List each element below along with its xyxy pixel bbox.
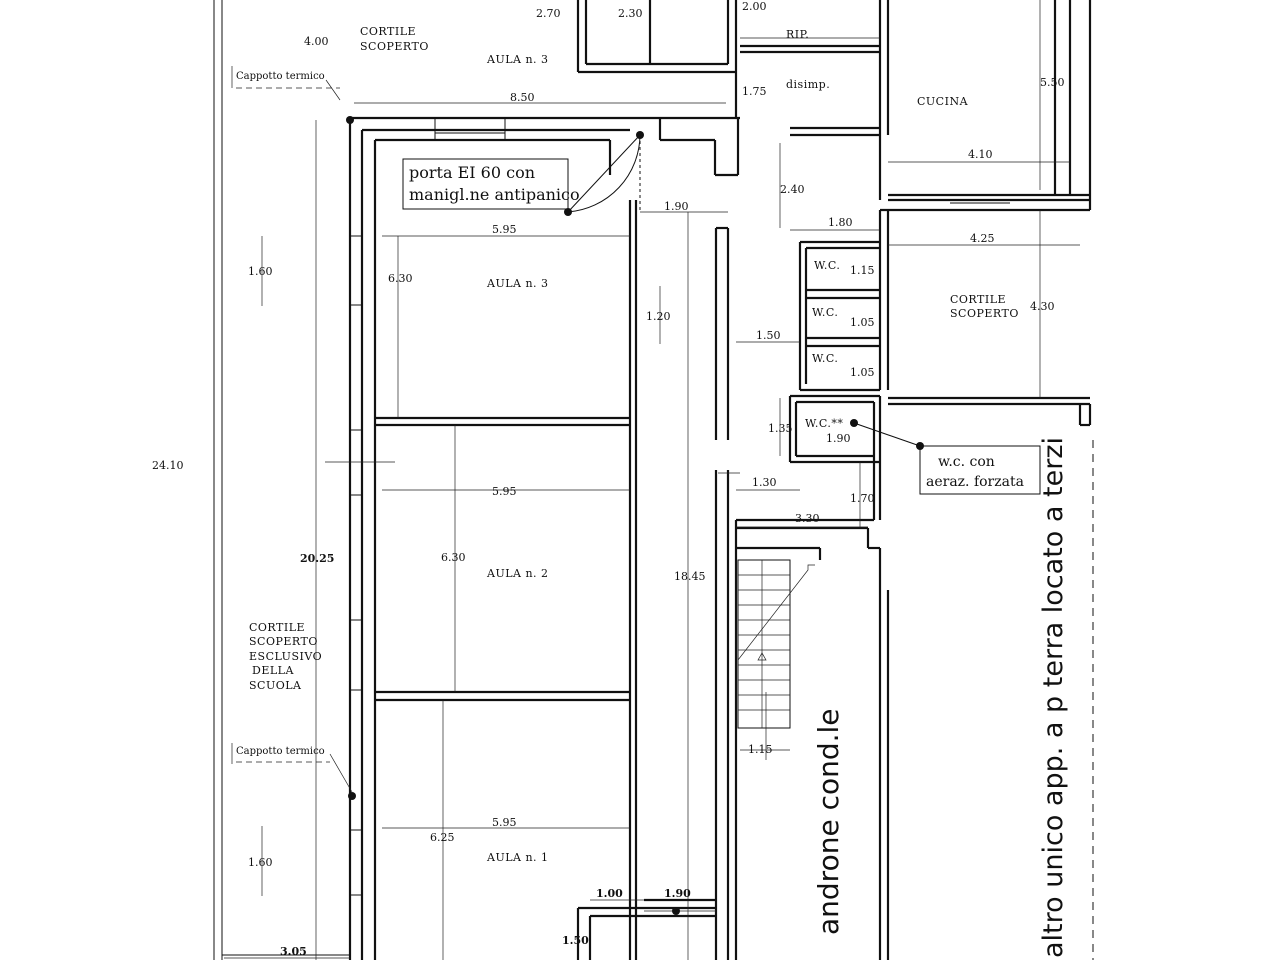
cortile-right-label-2: SCOPERTO xyxy=(950,307,1019,320)
cappotto-bottom-label: Cappotto termico xyxy=(236,746,325,757)
dim-5-95-a: 5.95 xyxy=(492,223,517,236)
dim-6-25: 6.25 xyxy=(430,831,455,844)
dim-3-30: 3.30 xyxy=(795,512,820,525)
dim-1-05-a: 1.05 xyxy=(850,316,875,329)
aula-2-label: AULA n. 2 xyxy=(486,567,549,580)
wc-note-box xyxy=(919,445,1041,495)
altro-label: altro unico app. a p terra locato a terz… xyxy=(1038,437,1069,958)
dim-18-45: 18.45 xyxy=(674,570,706,583)
door-swing xyxy=(567,134,641,213)
dim-24-10: 24.10 xyxy=(152,459,184,472)
dim-1-60-b: 1.60 xyxy=(248,856,273,869)
dim-2-00: 2.00 xyxy=(742,0,767,13)
wc-3-label: W.C. xyxy=(812,352,838,365)
cortile-left-label-3: ESCLUSIVO xyxy=(249,650,322,663)
dim-2-30: 2.30 xyxy=(618,7,643,20)
aula-1-label: AULA n. 1 xyxy=(486,851,549,864)
dim-1-35: 1.35 xyxy=(768,422,793,435)
wc-note-line-1: w.c. con xyxy=(938,454,995,470)
dim-1-30: 1.30 xyxy=(752,476,777,489)
cucina-label: CUCINA xyxy=(917,95,969,108)
cortile-right-label-1: CORTILE xyxy=(950,293,1006,306)
wc-4-label: W.C.** xyxy=(805,417,843,430)
dim-2-70: 2.70 xyxy=(536,7,561,20)
dim-1-80: 1.80 xyxy=(828,216,853,229)
dim-1-05-b: 1.05 xyxy=(850,366,875,379)
aula-3-label: AULA n. 3 xyxy=(486,277,549,290)
notes: porta EI 60 con manigl.ne antipanico w.c… xyxy=(236,71,1069,958)
aula-3-top-label: AULA n. 3 xyxy=(486,53,549,66)
dim-4-25: 4.25 xyxy=(970,232,995,245)
androne-label: androne cond.le xyxy=(812,708,845,935)
walls xyxy=(213,0,1092,960)
dim-4-10: 4.10 xyxy=(968,148,993,161)
dim-20-25: 20.25 xyxy=(300,552,334,565)
dim-1-90-b: 1.90 xyxy=(826,432,851,445)
disimp-label: disimp. xyxy=(786,78,830,91)
dim-6-30-a: 6.30 xyxy=(388,272,413,285)
cortile-top-label-1: CORTILE xyxy=(360,25,416,38)
room-labels: CORTILE SCOPERTO AULA n. 3 RIP. disimp. … xyxy=(249,25,1019,864)
dim-1-90-c: 1.90 xyxy=(664,887,691,900)
dimension-lines xyxy=(224,0,1080,960)
dim-5-50: 5.50 xyxy=(1040,76,1065,89)
wc-note-line-2: aeraz. forzata xyxy=(926,474,1024,490)
dim-5-95-c: 5.95 xyxy=(492,816,517,829)
dim-1-00: 1.00 xyxy=(596,887,623,900)
dim-5-95-b: 5.95 xyxy=(492,485,517,498)
porta-note-line-2: manigl.ne antipanico xyxy=(409,185,580,204)
dim-3-05: 3.05 xyxy=(280,945,307,958)
cortile-left-label-1: CORTILE xyxy=(249,621,305,634)
wc-1-label: W.C. xyxy=(814,259,840,272)
dim-8-50: 8.50 xyxy=(510,91,535,104)
cortile-top-label-2: SCOPERTO xyxy=(360,40,429,53)
dim-2-40: 2.40 xyxy=(780,183,805,196)
dim-1-90-a: 1.90 xyxy=(664,200,689,213)
rip-label: RIP. xyxy=(786,28,809,41)
cortile-left-label-2: SCOPERTO xyxy=(249,635,318,648)
cortile-left-label-5: SCUOLA xyxy=(249,679,302,692)
cortile-left-label-4: DELLA xyxy=(252,664,294,677)
stair xyxy=(737,559,815,729)
porta-note-line-1: porta EI 60 con xyxy=(409,163,535,182)
dim-1-70: 1.70 xyxy=(850,492,875,505)
dim-1-60-a: 1.60 xyxy=(248,265,273,278)
cappotto-top-label: Cappotto termico xyxy=(236,71,325,82)
dim-1-50-a: 1.50 xyxy=(756,329,781,342)
wc-2-label: W.C. xyxy=(812,306,838,319)
dim-1-75: 1.75 xyxy=(742,85,767,98)
dimension-labels: 2.70 2.30 2.00 4.00 8.50 1.75 5.50 4.10 … xyxy=(152,0,1065,958)
dim-1-15-b: 1.15 xyxy=(748,743,773,756)
porta-note-box xyxy=(402,158,569,210)
dim-1-50-b: 1.50 xyxy=(562,934,589,947)
dim-4-00: 4.00 xyxy=(304,35,329,48)
dim-4-30: 4.30 xyxy=(1030,300,1055,313)
dim-1-20: 1.20 xyxy=(646,310,671,323)
dim-6-30-b: 6.30 xyxy=(441,551,466,564)
dim-1-15-a: 1.15 xyxy=(850,264,875,277)
